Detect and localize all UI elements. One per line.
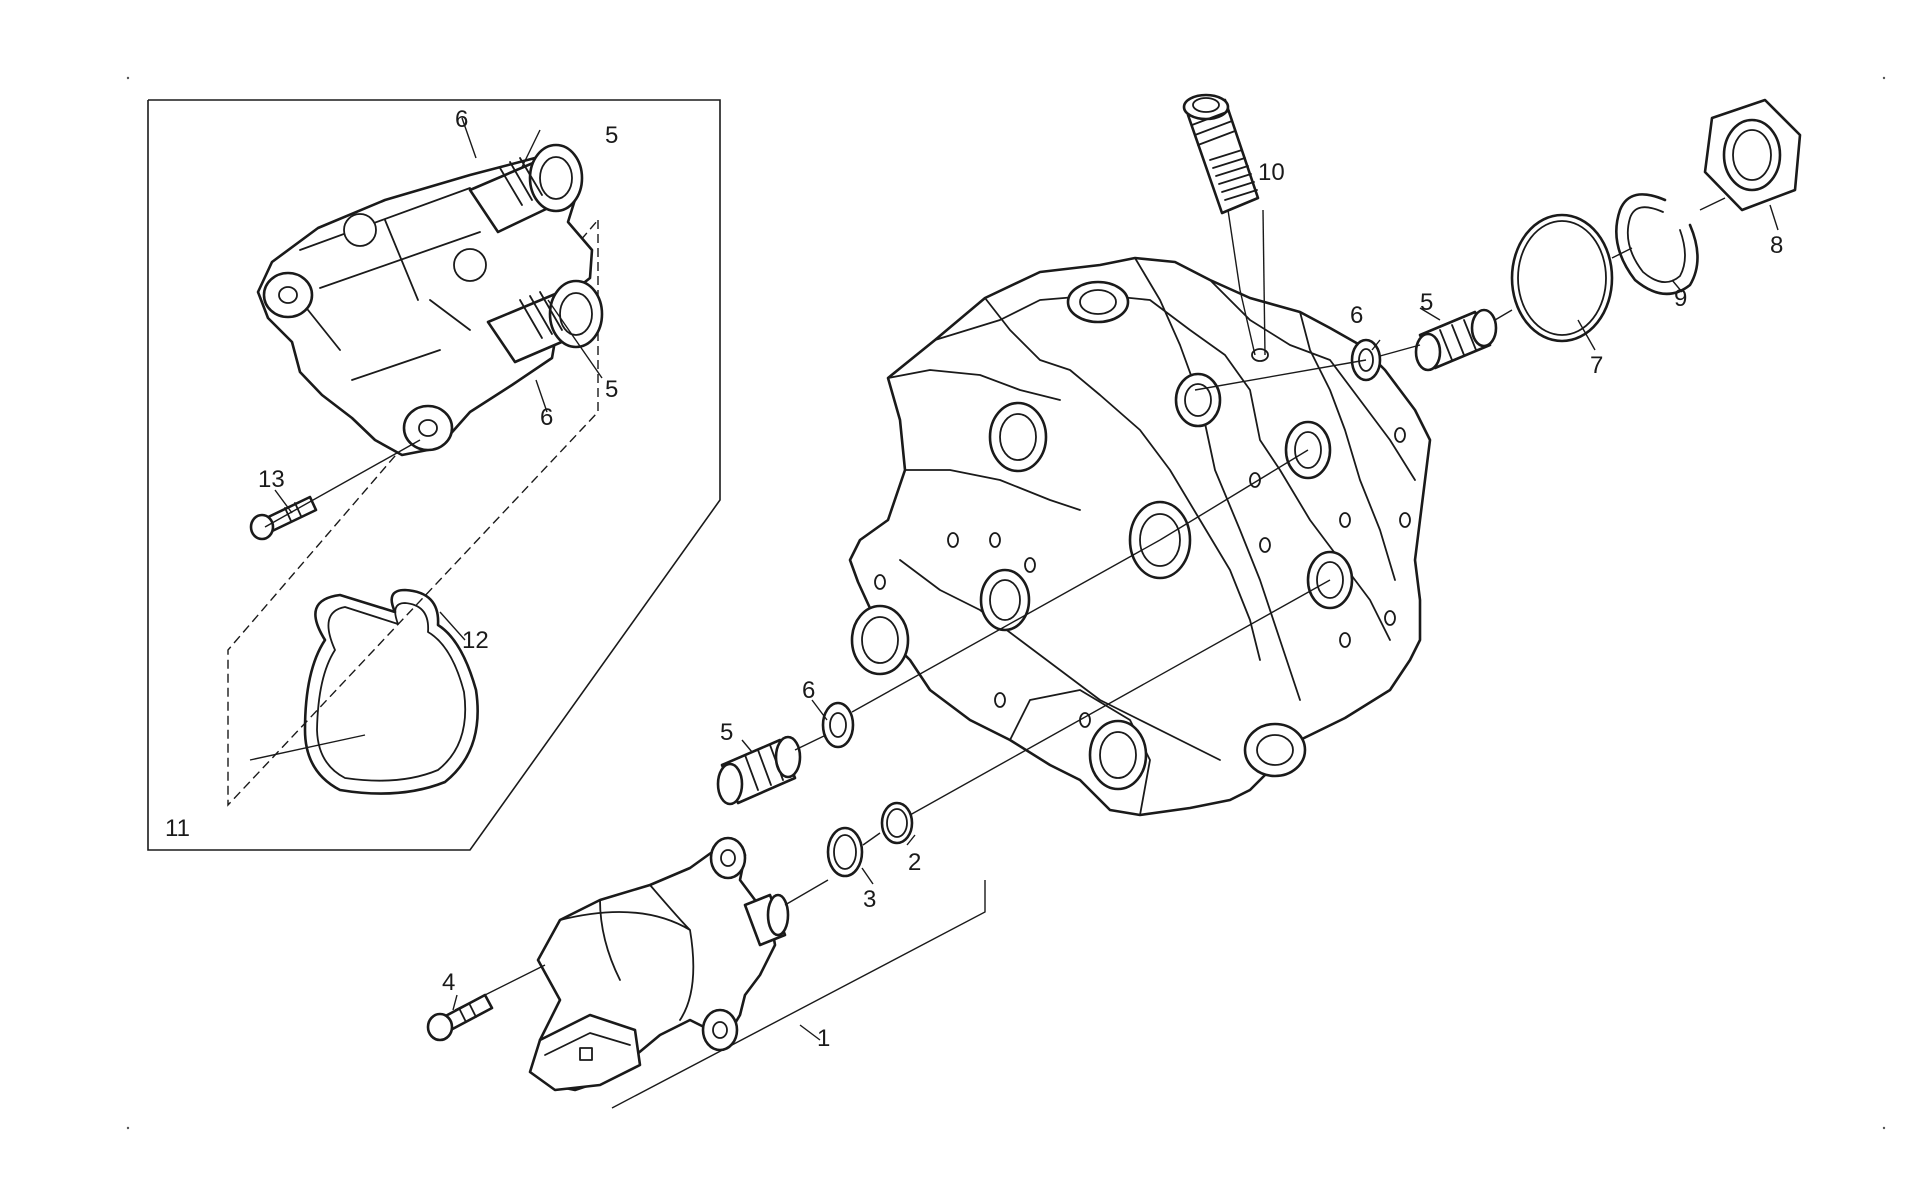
callout-11: 11 [165,815,190,842]
callout-10: 10 [1258,159,1285,186]
callout-1: 1 [817,1025,830,1052]
callout-5-lower: 5 [720,719,733,746]
pump-housing [848,256,1432,817]
callout-labels: 6 5 5 6 13 12 11 10 6 5 7 9 8 6 5 2 3 4 … [165,106,1783,1052]
callout-5-right: 5 [1420,289,1433,316]
callout-12: 12 [462,627,489,654]
callout-6-mid: 6 [540,404,553,431]
callout-3: 3 [863,886,876,913]
callout-6-top: 6 [455,106,468,133]
gasket-12 [303,588,479,795]
callout-9: 9 [1674,285,1687,312]
housing-holes [874,348,1411,728]
fitting-5-right [1414,308,1498,372]
o-ring-7 [1510,213,1614,343]
kit-frame-11 [147,99,721,851]
callout-2: 2 [908,849,921,876]
ring-3 [826,826,864,878]
screw-4 [426,993,494,1042]
callout-8: 8 [1770,232,1783,259]
circlip-9 [1615,193,1699,296]
callout-7: 7 [1590,352,1603,379]
corner-marks [126,76,1886,1130]
fitting-5-lower [716,735,802,806]
nut-8 [1703,98,1802,212]
callout-13: 13 [258,466,285,493]
callout-4: 4 [442,969,455,996]
metering-valve-1 [528,836,790,1092]
callout-6-right: 6 [1350,302,1363,329]
washer-6-lower [821,701,855,749]
pump-head-assembly [256,143,604,457]
callout-5-top: 5 [605,122,618,149]
leader-lines [249,117,1779,1109]
ring-2 [880,801,914,845]
callout-5-mid: 5 [605,376,618,403]
fitting-10 [1182,93,1260,215]
callout-6-lower: 6 [802,677,815,704]
